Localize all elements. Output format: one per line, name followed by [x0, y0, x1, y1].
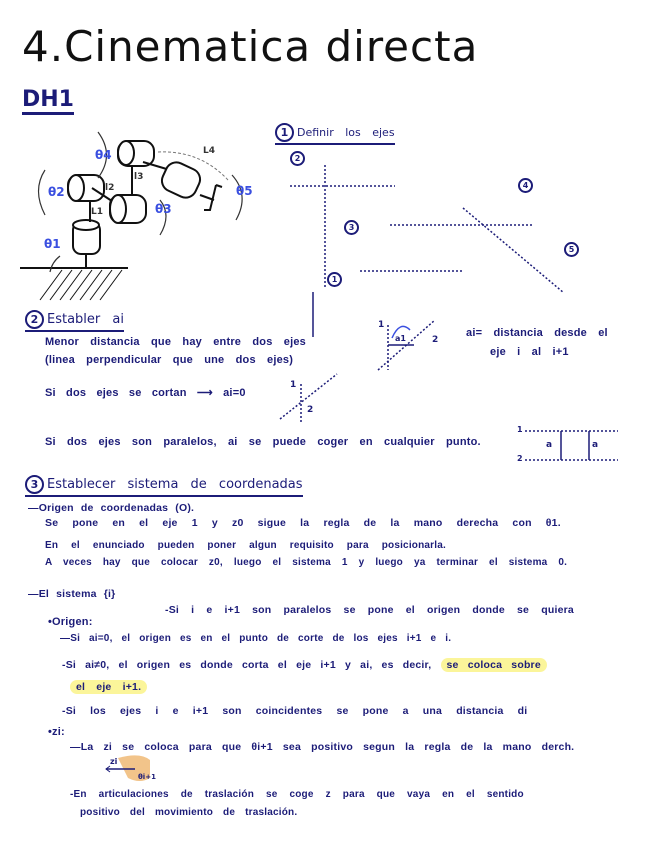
text-line: Si dos ejes se cortan ⟶ ai=0	[45, 387, 246, 399]
theta2-label: θ2	[48, 185, 65, 199]
text-line: -Si i e i+1 son paralelos se pone el ori…	[165, 604, 574, 616]
l4-label: L4	[203, 146, 215, 156]
highlight: se coloca sobre	[440, 658, 547, 672]
axes-diagram	[290, 165, 565, 337]
step2-diagrams	[279, 319, 618, 461]
l3-label: l3	[134, 172, 144, 182]
text-line: —Origen de coordenadas (O).	[28, 502, 195, 514]
a1-label: a1	[395, 334, 406, 343]
highlight: el eje i+1.	[70, 680, 148, 694]
text-line: —El sistema {i}	[28, 588, 116, 600]
theta5-label: θ5	[236, 184, 253, 198]
zi-label: zi	[110, 757, 118, 766]
distance-a-label: a	[546, 440, 553, 450]
axis-1-label: 1	[290, 380, 297, 390]
axis-label-1: 1	[327, 272, 342, 287]
axis-2-label: 2	[432, 335, 439, 345]
l2-label: l2	[105, 183, 115, 193]
axis-label-5: 5	[564, 242, 579, 257]
theta-label: θi+1	[138, 773, 156, 781]
text-line: A veces hay que colocar z0, luego el sis…	[45, 557, 568, 568]
axis-label-4: 4	[518, 178, 533, 193]
axis-label-2: 2	[290, 151, 305, 166]
theta3-label: θ3	[155, 202, 172, 216]
text-line: positivo del movimiento de traslación.	[80, 807, 298, 818]
robot-arm-diagram	[20, 131, 243, 301]
text-line: —La zi se coloca para que θi+1 sea posit…	[70, 741, 575, 753]
text-line: -En articulaciones de traslación se coge…	[70, 789, 524, 800]
text-line: —Si ai=0, el origen es en el punto de co…	[60, 633, 452, 644]
text-line: -Si los ejes i e i+1 son coincidentes se…	[62, 705, 528, 717]
text-line: -Si ai≠0, el origen es donde corta el ej…	[62, 658, 547, 672]
section-title: DH1	[22, 88, 74, 115]
axis-2-label: 2	[307, 405, 314, 415]
hand-icon	[105, 755, 150, 781]
axis-1-label: 1	[517, 425, 523, 434]
text-line: ai= distancia desde el	[466, 327, 608, 339]
text-line: •Origen:	[48, 616, 93, 628]
text-line: •zi:	[48, 726, 65, 738]
text-line: Si dos ejes son paralelos, ai se puede c…	[45, 436, 481, 448]
theta1-label: θ1	[44, 237, 61, 251]
l1-label: L1	[91, 207, 103, 217]
text-line: En el enunciado pueden poner algun requi…	[45, 540, 446, 551]
text-line: eje i al i+1	[490, 346, 569, 358]
axis-1-label: 1	[378, 320, 385, 330]
text-line: Se pone en el eje 1 y z0 sigue la regla …	[45, 517, 561, 529]
text-line: (linea perpendicular que une dos ejes)	[45, 354, 294, 366]
text-line: Menor distancia que hay entre dos ejes	[45, 336, 306, 348]
page-title: 4.Cinematica directa	[22, 22, 479, 71]
text-line: el eje i+1.	[70, 680, 148, 694]
axis-label-3: 3	[344, 220, 359, 235]
axis-2-label: 2	[517, 454, 523, 463]
theta4-label: θ4	[95, 148, 112, 162]
distance-a-label: a	[592, 440, 599, 450]
